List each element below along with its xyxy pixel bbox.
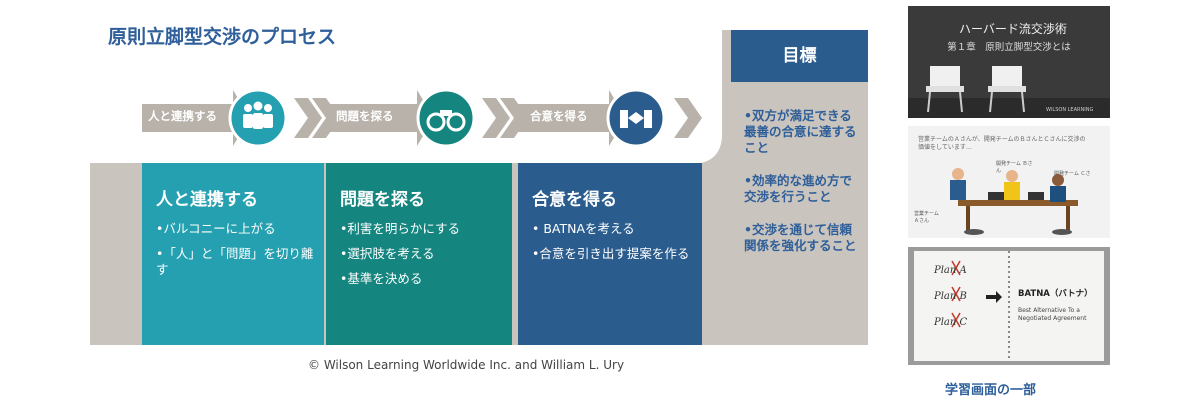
goal-item: •交渉を通じて信頼関係を強化すること bbox=[744, 222, 857, 253]
arrow-shape-1 bbox=[142, 90, 250, 146]
thumb2-label-b: 開発チーム Ｂさん bbox=[996, 161, 1033, 174]
binoculars-icon bbox=[416, 88, 476, 148]
chevron-3a bbox=[674, 98, 702, 138]
arrow-label-1: 人と連携する bbox=[148, 109, 217, 123]
bullet: •合意を引き出す提案を作る bbox=[532, 246, 690, 261]
chevron-1a bbox=[294, 98, 322, 138]
arrow-shape-3 bbox=[518, 90, 626, 146]
plan-a: Plan A bbox=[934, 265, 967, 276]
step-column-1: 人と連携する •バルコニーに上がる •「人」と「問題」を切り離す bbox=[142, 163, 324, 345]
step-column-2: 問題を探る •利害を明らかにする •選択肢を考える •基準を決める bbox=[326, 163, 512, 345]
copyright-text: © Wilson Learning Worldwide Inc. and Wil… bbox=[308, 358, 625, 372]
bullet: •選択肢を考える bbox=[340, 246, 435, 261]
bullet: •基準を決める bbox=[340, 271, 423, 286]
chevron-2a bbox=[482, 98, 510, 138]
step-column-3: 合意を得る • BATNAを考える •合意を引き出す提案を作る bbox=[518, 163, 702, 345]
notebook-illustration bbox=[914, 251, 1104, 361]
bullet: •「人」と「問題」を切り離す bbox=[156, 246, 314, 277]
bullet: •利害を明らかにする bbox=[340, 221, 460, 236]
handshake-icon bbox=[606, 88, 666, 148]
thumbnail-batna-notebook: Plan A Plan B Plan C BATNA（バトナ） Best Alt… bbox=[908, 247, 1110, 365]
goal-item: •双方が満足できる最善の合意に達すること bbox=[744, 108, 857, 155]
goal-heading: 目標 bbox=[731, 30, 868, 82]
page-title: 原則立脚型交渉のプロセス bbox=[108, 26, 337, 48]
thumb2-caption: 営業チームのＡさんが、開発チームのＢさんとＣさんに交渉の価値をしています… bbox=[918, 136, 1086, 151]
thumbnail-meeting-scene: 営業チームのＡさんが、開発チームのＢさんとＣさんに交渉の価値をしています… 開発… bbox=[908, 126, 1110, 238]
step-heading-2: 問題を探る bbox=[340, 190, 425, 210]
batna-desc: Best Alternative To a Negotiated Agreeme… bbox=[1018, 307, 1087, 322]
step-heading-1: 人と連携する bbox=[156, 190, 258, 210]
right-arrow-icon bbox=[986, 291, 1002, 303]
chairs-image bbox=[908, 66, 1110, 118]
thumb1-line1: ハーバード流交渉術 bbox=[959, 22, 1067, 36]
bullet: • BATNAを考える bbox=[532, 221, 635, 236]
meeting-illustration bbox=[950, 168, 1078, 235]
people-icon bbox=[228, 88, 288, 148]
arrow-label-3: 合意を得る bbox=[530, 109, 588, 123]
step-heading-3: 合意を得る bbox=[532, 190, 617, 210]
step-bullets-3: • BATNAを考える •合意を引き出す提案を作る bbox=[532, 221, 692, 271]
arrow-shape-2 bbox=[326, 90, 434, 146]
thumbnails-caption: 学習画面の一部 bbox=[945, 383, 1037, 398]
batna-title: BATNA（バトナ） bbox=[1018, 289, 1093, 299]
step-bullets-1: •バルコニーに上がる •「人」と「問題」を切り離す bbox=[156, 221, 314, 287]
thumb2-label-a: 営業チーム Ａさん bbox=[914, 211, 939, 224]
thumb1-line2: 第１章 原則立脚型交渉とは bbox=[947, 42, 1071, 53]
plan-c: Plan C bbox=[934, 317, 968, 328]
goal-list: •双方が満足できる最善の合意に達すること •効率的な進め方で交渉を行うこと •交… bbox=[744, 108, 864, 271]
goal-item: •効率的な進め方で交渉を行うこと bbox=[744, 173, 852, 204]
plan-b: Plan B bbox=[934, 291, 967, 302]
arrow-label-2: 問題を探る bbox=[336, 109, 394, 123]
thumbnail-title-slide: ハーバード流交渉術 第１章 原則立脚型交渉とは WILSON LEARNING bbox=[908, 6, 1110, 118]
step-bullets-2: •利害を明らかにする •選択肢を考える •基準を決める bbox=[340, 221, 502, 296]
bullet: •バルコニーに上がる bbox=[156, 221, 276, 236]
thumb1-logo: WILSON LEARNING bbox=[1046, 107, 1094, 113]
